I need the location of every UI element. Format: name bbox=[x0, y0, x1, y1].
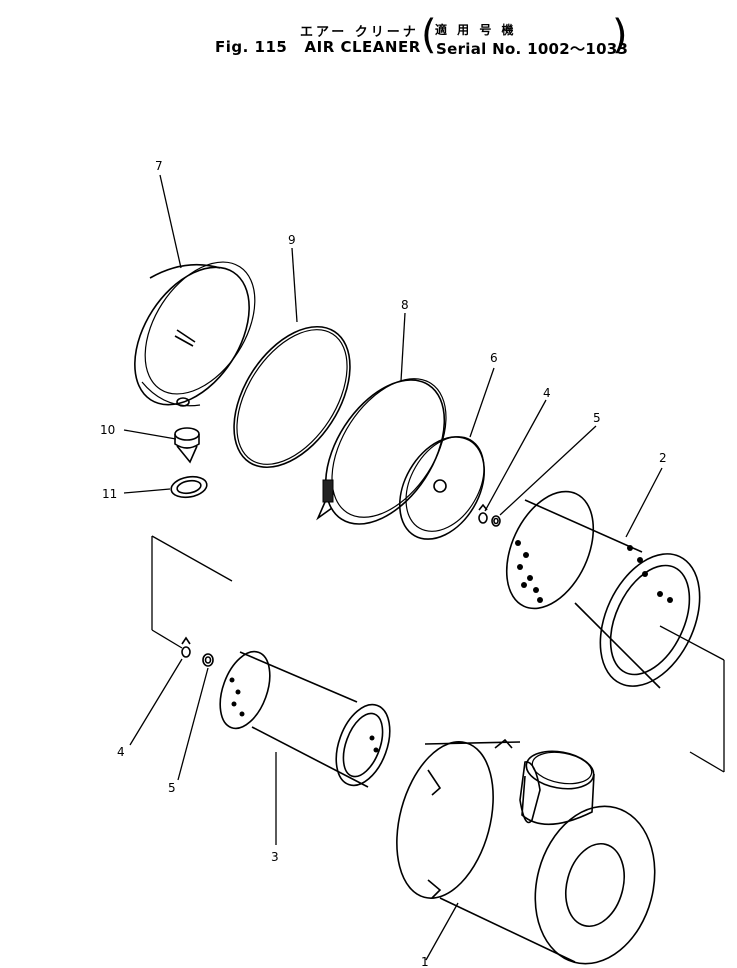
callout-7: 7 bbox=[155, 159, 163, 173]
callout-5-lower: 5 bbox=[168, 781, 176, 795]
japanese-title: エアー クリーナ bbox=[300, 25, 419, 40]
clamp-band bbox=[316, 378, 447, 525]
wing-nut-lower bbox=[181, 636, 191, 658]
washer-upper bbox=[491, 515, 501, 527]
serial-range: Serial No. 1002～1033 bbox=[436, 40, 629, 58]
o-ring bbox=[233, 325, 351, 469]
leader-lines bbox=[123, 174, 725, 961]
callout-numbers: 7 9 8 6 4 5 2 10 11 4 5 3 1 bbox=[100, 159, 667, 968]
callout-8: 8 bbox=[401, 298, 409, 312]
valve-ring bbox=[170, 475, 208, 499]
callout-3: 3 bbox=[271, 850, 279, 864]
figure-name: AIR CLEANER bbox=[304, 38, 421, 56]
callout-2: 2 bbox=[659, 451, 667, 465]
callout-10: 10 bbox=[100, 423, 115, 437]
figure-title: Fig. 115 AIR CLEANER bbox=[215, 38, 421, 56]
callout-9: 9 bbox=[288, 233, 296, 247]
figure-ref: Fig. 115 bbox=[215, 38, 288, 56]
japanese-applicability: 適 用 号 機 bbox=[435, 23, 517, 37]
outer-element bbox=[505, 490, 701, 689]
inner-element bbox=[219, 650, 391, 788]
filter-cap bbox=[398, 436, 486, 540]
washer-lower bbox=[202, 653, 214, 667]
evacuator-valve bbox=[174, 427, 200, 464]
cover-part bbox=[134, 261, 256, 407]
right-paren: ) bbox=[612, 12, 628, 58]
callout-11: 11 bbox=[102, 487, 117, 501]
callout-4-lower: 4 bbox=[117, 745, 125, 759]
callout-1: 1 bbox=[421, 955, 429, 968]
wing-nut-upper bbox=[478, 503, 488, 524]
callout-5-upper: 5 bbox=[593, 411, 601, 425]
callout-6: 6 bbox=[490, 351, 498, 365]
cleaner-body bbox=[396, 738, 656, 965]
left-paren: ( bbox=[421, 12, 437, 58]
callout-4-upper: 4 bbox=[543, 386, 551, 400]
